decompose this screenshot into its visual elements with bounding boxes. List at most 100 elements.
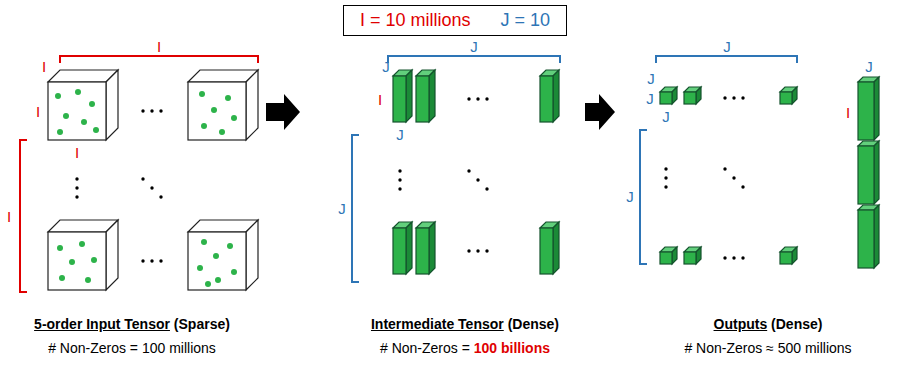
ellipsis-dot: [159, 259, 162, 262]
caption-line: # Non-Zeros =100 billions: [371, 336, 559, 360]
tensor-title: (Dense): [771, 316, 822, 332]
ellipsis-dot: [476, 249, 479, 252]
dense-block: [780, 247, 797, 264]
dense-block: [858, 141, 879, 204]
cube-front: [416, 76, 429, 122]
cube-side: [429, 222, 435, 274]
ellipsis-dot: [476, 97, 479, 100]
dimension-label: J: [865, 59, 873, 74]
nonzero-dot: [227, 243, 233, 249]
ellipsis-dot: [664, 167, 667, 170]
cube-front: [780, 252, 792, 264]
nonzero-dot: [225, 95, 231, 101]
nonzero-dot: [75, 89, 81, 95]
nonzero-dot: [81, 119, 87, 125]
nonzero-dot: [93, 127, 99, 133]
ellipsis-dot: [741, 96, 744, 99]
ellipsis-dot: [467, 249, 470, 252]
ellipsis-dot: [485, 187, 488, 190]
cube-side: [246, 70, 258, 140]
ellipsis-dot: [723, 256, 726, 259]
dense-block: [416, 70, 435, 122]
dimension-label: I: [36, 104, 40, 119]
nonzero-dot: [85, 277, 91, 283]
ellipsis-dot: [741, 185, 744, 188]
nonzero-dot: [57, 129, 63, 135]
nonzero-dot: [201, 239, 207, 245]
tensor-title: (Dense): [508, 316, 559, 332]
sparse-cube: [188, 220, 258, 290]
dimension-label: J: [647, 71, 655, 86]
ellipsis-dot: [732, 96, 735, 99]
cube-side: [246, 220, 258, 290]
ellipsis-dot: [75, 195, 78, 198]
nonzero-dot: [197, 265, 203, 271]
cube-side: [553, 222, 559, 274]
dense-block: [416, 222, 435, 274]
nonzero-dot: [57, 245, 63, 251]
flow-arrow: [585, 94, 615, 130]
cube-front: [858, 82, 874, 140]
ellipsis-dot: [141, 259, 144, 262]
cube-side: [696, 87, 701, 104]
tensor-title: 5-order Input Tensor: [34, 316, 170, 332]
cube-side: [792, 247, 797, 264]
ellipsis-dot: [732, 256, 735, 259]
cube-side: [106, 220, 118, 290]
nonzero-dot: [63, 113, 69, 119]
nonzero-dot: [69, 259, 75, 265]
ellipsis-dot: [398, 187, 401, 190]
cube-front: [393, 228, 406, 274]
dimension-bracket: [640, 130, 647, 264]
cube-side: [106, 70, 118, 140]
ellipsis-dot: [723, 96, 726, 99]
dense-block: [684, 87, 701, 104]
cube-front: [188, 82, 246, 140]
cube-side: [672, 247, 677, 264]
dimension-bracket: [20, 140, 27, 292]
dimension-label: I: [378, 92, 382, 107]
ellipsis-dot: [732, 176, 735, 179]
cube-front: [858, 210, 874, 268]
ellipsis-dot: [741, 256, 744, 259]
cube-front: [660, 252, 672, 264]
cube-side: [874, 205, 879, 268]
cube-front: [48, 82, 106, 140]
nonzero-dot: [55, 93, 61, 99]
nonzero-dot: [89, 101, 95, 107]
caption-line: Outputs(Dense): [684, 312, 851, 336]
nonzero-count: 100 billions: [474, 340, 550, 356]
dense-block: [393, 70, 412, 122]
dense-block: [858, 205, 879, 268]
nonzero-dot: [199, 91, 205, 97]
cube-side: [429, 70, 435, 122]
caption-line: I = 10 millionsJ = 10: [360, 10, 550, 31]
nonzero-dot: [79, 241, 85, 247]
ellipsis-dot: [141, 177, 144, 180]
dimension-label: J: [662, 109, 670, 124]
tensor-panel: 5-order Input Tensor(Sparse)# Non-Zeros …: [2, 40, 266, 360]
tensor-panel: Intermediate Tensor(Dense)# Non-Zeros =1…: [300, 40, 585, 360]
nonzero-dot: [231, 115, 237, 121]
cube-front: [684, 92, 696, 104]
dimension-bracket: [388, 56, 560, 63]
dimension-label: J: [723, 39, 731, 54]
dense-block: [660, 87, 677, 104]
dense-block: [393, 222, 412, 274]
tensor-title: (Sparse): [174, 316, 230, 332]
dimension-label: I: [7, 209, 11, 224]
ellipsis-dot: [467, 97, 470, 100]
cube-front: [540, 228, 553, 274]
dense-block: [684, 247, 701, 264]
cube-front: [188, 232, 246, 290]
size-definition: J = 10: [501, 10, 551, 30]
caption-block: Outputs(Dense)# Non-Zeros ≈ 500 millions: [684, 312, 851, 360]
legend-box: I = 10 millionsJ = 10: [343, 5, 567, 36]
dimension-label: J: [470, 39, 478, 54]
cube-front: [660, 92, 672, 104]
cube-front: [416, 228, 429, 274]
cube-side: [874, 77, 879, 140]
ellipsis-dot: [150, 186, 153, 189]
ellipsis-dot: [664, 176, 667, 179]
